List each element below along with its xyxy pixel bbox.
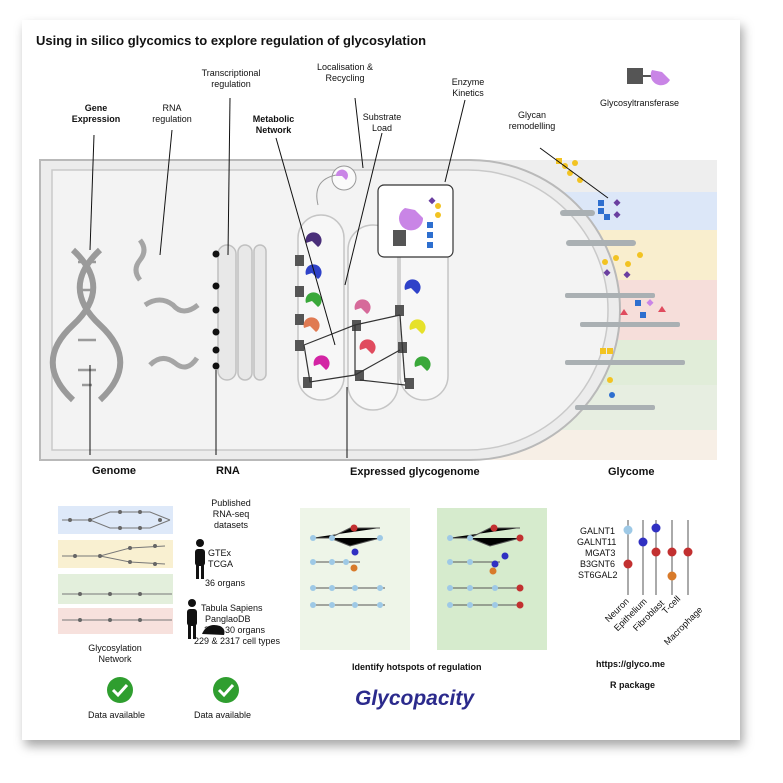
- label-panglaodb: PanglaoDB: [205, 614, 251, 624]
- human-silhouette-icon: [187, 539, 205, 639]
- hotspot-panel-left: [300, 508, 410, 650]
- label-36-organs: 36 organs: [205, 578, 246, 588]
- label-genome: Genome: [92, 465, 137, 477]
- label-cell-types: 229 & 2317 cell types: [194, 636, 281, 646]
- check-icon-2: [213, 677, 239, 703]
- label-glycan-remodelling: Glycan remodelling: [508, 110, 556, 131]
- network-panel: [58, 506, 173, 634]
- label-24-30-organs: 24 & 30 organs: [204, 625, 266, 635]
- link-glyco-me[interactable]: https://glyco.me: [596, 659, 666, 669]
- glycome-structures: [556, 158, 685, 410]
- chromatin-icon: [217, 244, 267, 381]
- expression-dots: [623, 523, 693, 581]
- label-substrate-load: Substrate Load: [362, 112, 402, 133]
- label-glycome: Glycome: [608, 466, 655, 478]
- label-gtex: GTEx: [208, 548, 232, 558]
- label-r-package: R package: [610, 680, 656, 690]
- label-published-datasets: Published RNA-seq datasets: [211, 498, 251, 530]
- annotation-lines: [89, 97, 466, 458]
- hotspot-panel-right: [437, 508, 547, 650]
- dna-helix-icon: [49, 247, 124, 403]
- check-icon-1: [107, 677, 133, 703]
- gene-label: GALNT1: [580, 526, 616, 536]
- label-glycosyltransferase: Glycosyltransferase: [600, 98, 680, 108]
- label-enzyme-kinetics: Enzyme Kinetics: [451, 77, 485, 98]
- label-localisation: Localisation & Recycling: [316, 62, 374, 83]
- gene-label: ST6GAL2: [578, 570, 618, 580]
- golgi-apparatus: [297, 214, 449, 411]
- gene-label: MGAT3: [585, 548, 616, 558]
- label-expressed-glycogenome: Expressed glycogenome: [350, 466, 480, 478]
- label-tabula-sapiens: Tabula Sapiens: [201, 603, 263, 613]
- label-data-available-2: Data available: [194, 710, 252, 720]
- label-tcga: TCGA: [208, 559, 234, 569]
- label-transcriptional-regulation: Transcriptional regulation: [201, 68, 261, 89]
- mouse-silhouette-icon: [202, 625, 225, 635]
- label-rna-regulation: RNA regulation: [152, 103, 192, 124]
- label-rna: RNA: [216, 465, 240, 477]
- glycan-chain: [427, 222, 433, 248]
- label-gene-expression: Gene Expression: [71, 103, 121, 124]
- golgi-enzymes: [295, 232, 431, 389]
- brand-glycopacity: Glycopacity: [355, 687, 475, 710]
- gene-label: GALNT11: [577, 537, 617, 547]
- label-glycosylation-network: Glycosylation Network: [88, 643, 142, 664]
- gene-label: B3GNT6: [580, 559, 616, 569]
- rna-strands-icon: [133, 238, 200, 370]
- glycosyltransferase-icon: [650, 70, 670, 86]
- transcription-factors: [212, 250, 220, 370]
- label-identify-hotspots: Identify hotspots of regulation: [352, 662, 482, 672]
- label-data-available-1: Data available: [88, 710, 146, 720]
- label-metabolic-network: Metabolic Network: [252, 114, 295, 135]
- metabolic-network-edges: [303, 314, 406, 386]
- figure-title: Using in silico glycomics to explore reg…: [36, 33, 427, 48]
